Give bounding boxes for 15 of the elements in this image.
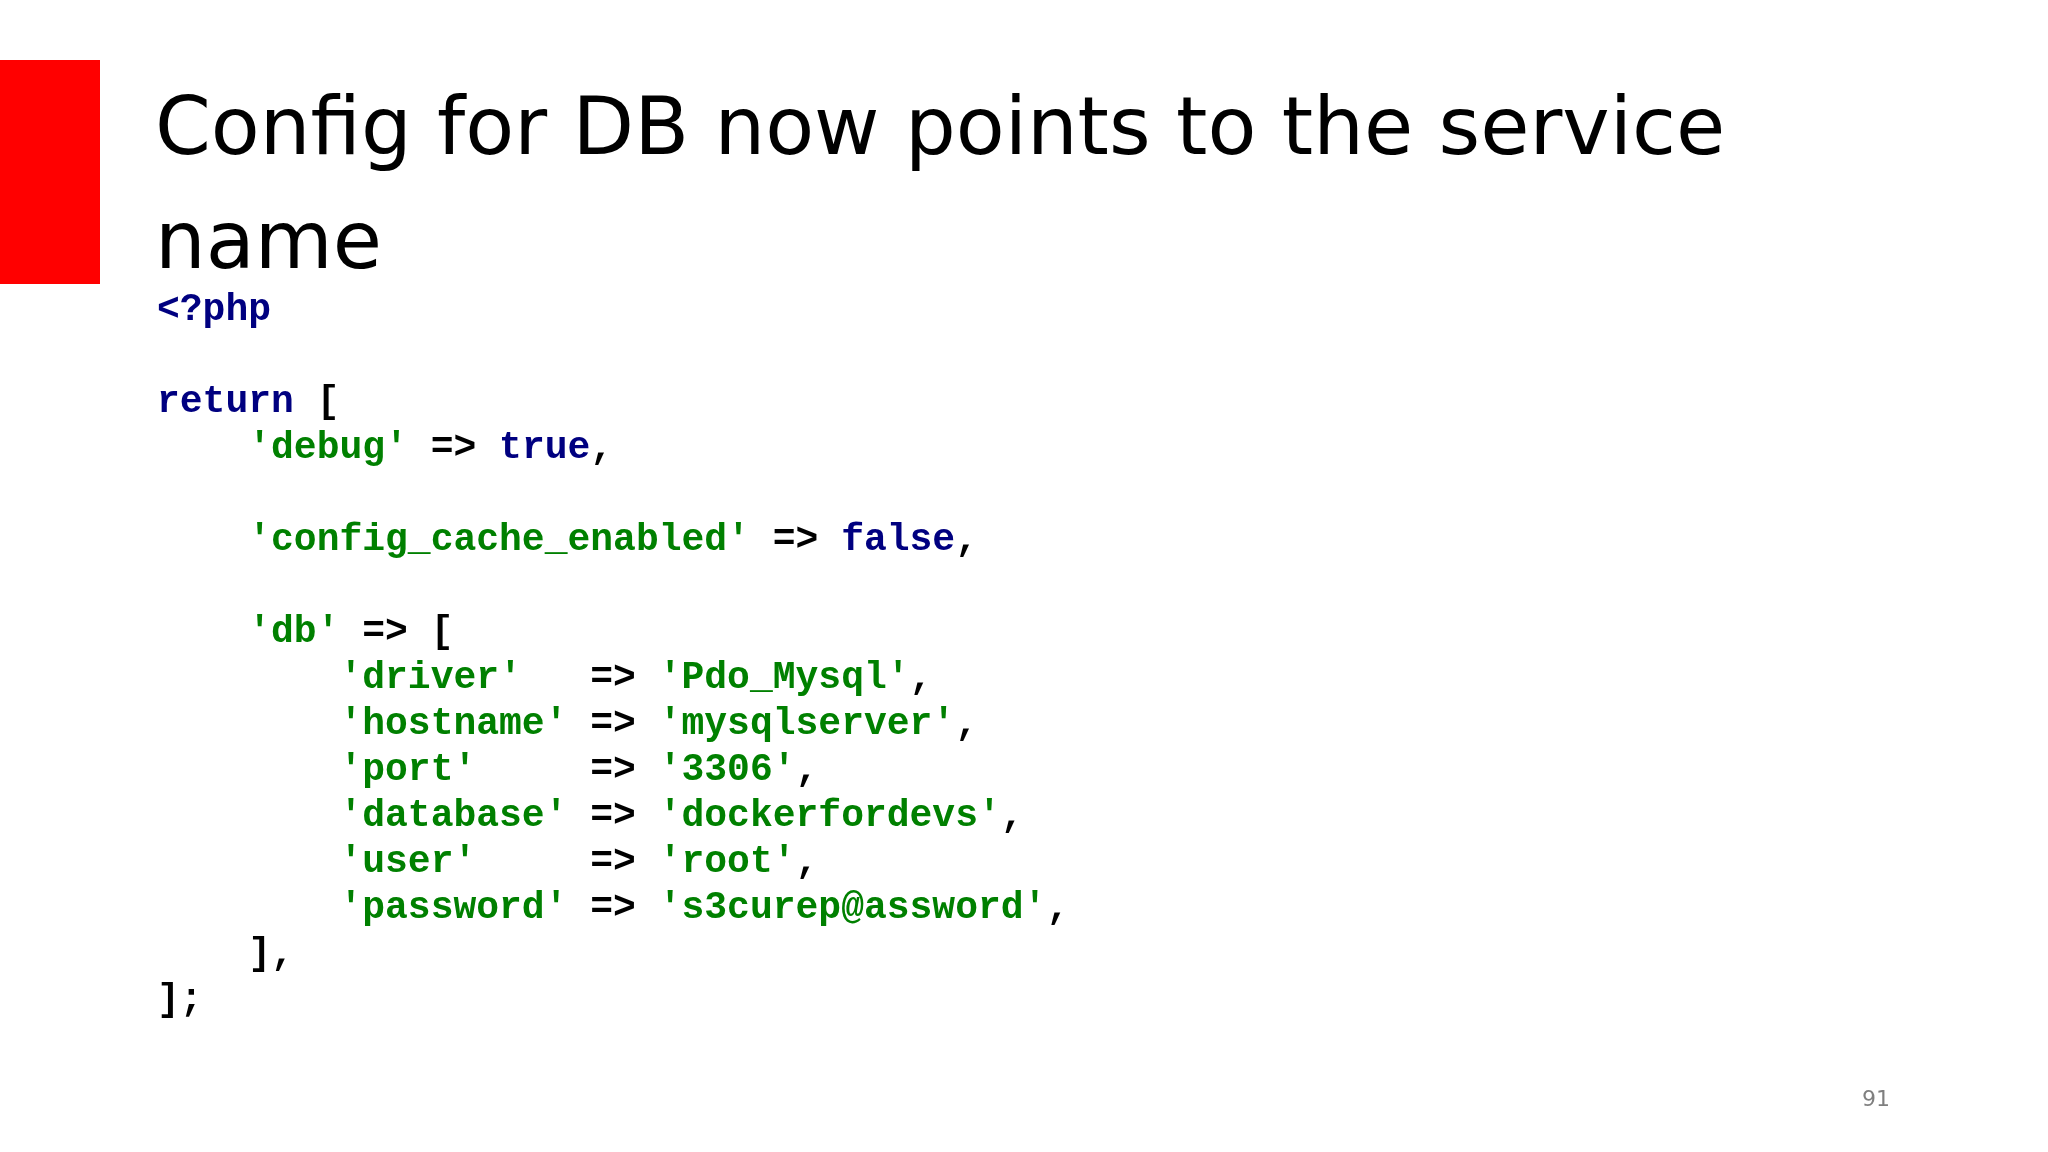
code-line: <?php bbox=[157, 288, 272, 332]
code-line: 'password' => 's3curep@assword', bbox=[338, 886, 1070, 930]
code-line: 'driver' => 'Pdo_Mysql', bbox=[338, 656, 933, 700]
code-line: 'port' => '3306', bbox=[338, 748, 819, 792]
page-number: 91 bbox=[1862, 1086, 1890, 1111]
slide-title: Config for DB now points to the service name bbox=[155, 79, 1727, 289]
code-line: ], bbox=[247, 932, 294, 976]
code-line: ]; bbox=[157, 978, 203, 1022]
code-line: 'database' => 'dockerfordevs', bbox=[338, 794, 1024, 838]
code-line: 'config_cache_enabled' => false, bbox=[247, 518, 978, 562]
code-line: return [ bbox=[157, 380, 340, 424]
code-line: 'debug' => true, bbox=[247, 426, 614, 470]
code-line: 'db' => [ bbox=[247, 610, 454, 654]
code-line: 'hostname' => 'mysqlserver', bbox=[338, 702, 978, 746]
code-line: 'user' => 'root', bbox=[338, 840, 819, 884]
